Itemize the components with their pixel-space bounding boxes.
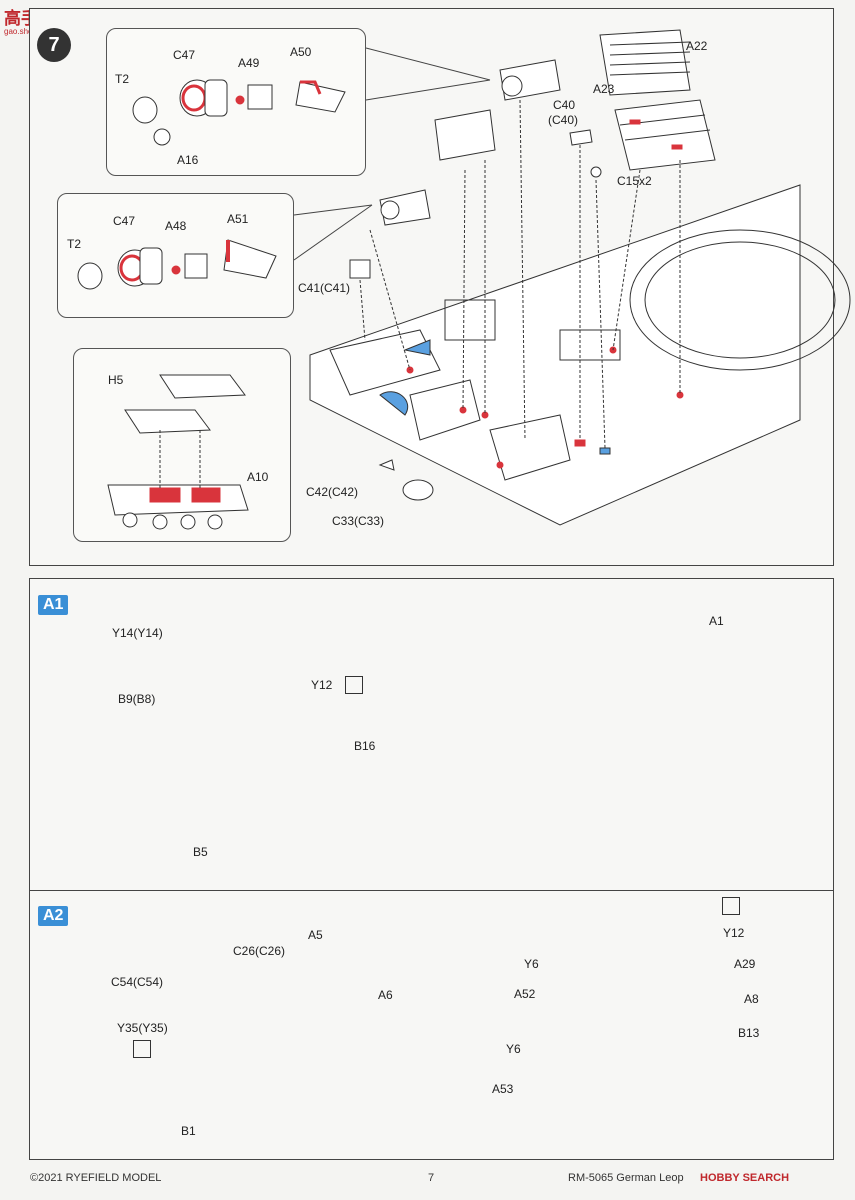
- label-c47-1: C47: [173, 48, 196, 62]
- label-h5: H5: [108, 373, 124, 387]
- footer-product-code: RM-5065 German Leop: [568, 1172, 684, 1184]
- label-a8: A8: [744, 992, 759, 1006]
- glue-check-icon: [133, 1040, 151, 1058]
- label-c15: C15x2: [617, 174, 652, 188]
- label-a22: A22: [686, 39, 708, 53]
- label-c26: C26(C26): [233, 944, 286, 958]
- glue-check-icon: [722, 897, 740, 915]
- label-a10: A10: [247, 470, 269, 484]
- label-a6: A6: [378, 988, 393, 1002]
- label-y6-b: Y6: [506, 1042, 521, 1056]
- hull-parts: [349, 29, 716, 501]
- label-b9: B9(B8): [118, 692, 156, 706]
- label-c42: C42(C42): [306, 485, 359, 499]
- footer-copyright: ©2021 RYEFIELD MODEL: [30, 1172, 162, 1184]
- label-a16: A16: [177, 153, 199, 167]
- inset2-parts: [77, 239, 277, 290]
- label-c54: C54(C54): [111, 975, 164, 989]
- label-a29: A29: [734, 957, 756, 971]
- label-a23: A23: [593, 82, 615, 96]
- label-c33: C33(C33): [332, 514, 385, 528]
- label-a49: A49: [238, 56, 260, 70]
- glue-check-icon: [345, 676, 363, 694]
- label-c47-2: C47: [113, 214, 136, 228]
- label-b1: B1: [181, 1124, 196, 1138]
- watermark-subtitle: gao.shou.net: [4, 27, 51, 36]
- step-number-badge: 7: [37, 28, 71, 62]
- footer-brand-watermark: HOBBY SEARCH: [700, 1172, 790, 1184]
- label-a1: A1: [709, 614, 724, 628]
- label-a51: A51: [227, 212, 249, 226]
- label-a5: A5: [308, 928, 323, 942]
- label-b16: B16: [354, 739, 376, 753]
- placement-lines: [359, 99, 681, 449]
- label-a53: A53: [492, 1082, 514, 1096]
- label-a48: A48: [165, 219, 187, 233]
- label-a50: A50: [290, 45, 312, 59]
- label-c40: C40: [553, 98, 576, 112]
- sub-step-a1-tag: A1: [38, 595, 69, 615]
- label-y12-a1: Y12: [311, 678, 333, 692]
- label-b5: B5: [193, 845, 208, 859]
- sub-step-a2-panel: [29, 890, 834, 1160]
- label-c40-alt: (C40): [548, 113, 579, 127]
- label-b13: B13: [738, 1026, 760, 1040]
- step-number: 7: [48, 34, 60, 56]
- sub-step-a1-panel: [29, 578, 834, 890]
- label-t2-2: T2: [67, 237, 82, 251]
- label-t2-1: T2: [115, 72, 130, 86]
- label-y35: Y35(Y35): [117, 1021, 168, 1035]
- label-c41: C41(C41): [298, 281, 351, 295]
- sub-step-a2-tag: A2: [38, 906, 69, 926]
- label-a52: A52: [514, 987, 536, 1001]
- inset1-parts: [132, 79, 346, 146]
- label-y12-a2: Y12: [723, 926, 745, 940]
- label-y6-a: Y6: [524, 957, 539, 971]
- label-y14: Y14(Y14): [112, 626, 163, 640]
- hull-drawing: [309, 184, 851, 526]
- footer-page-number: 7: [428, 1172, 435, 1184]
- inset3-parts: [107, 374, 249, 530]
